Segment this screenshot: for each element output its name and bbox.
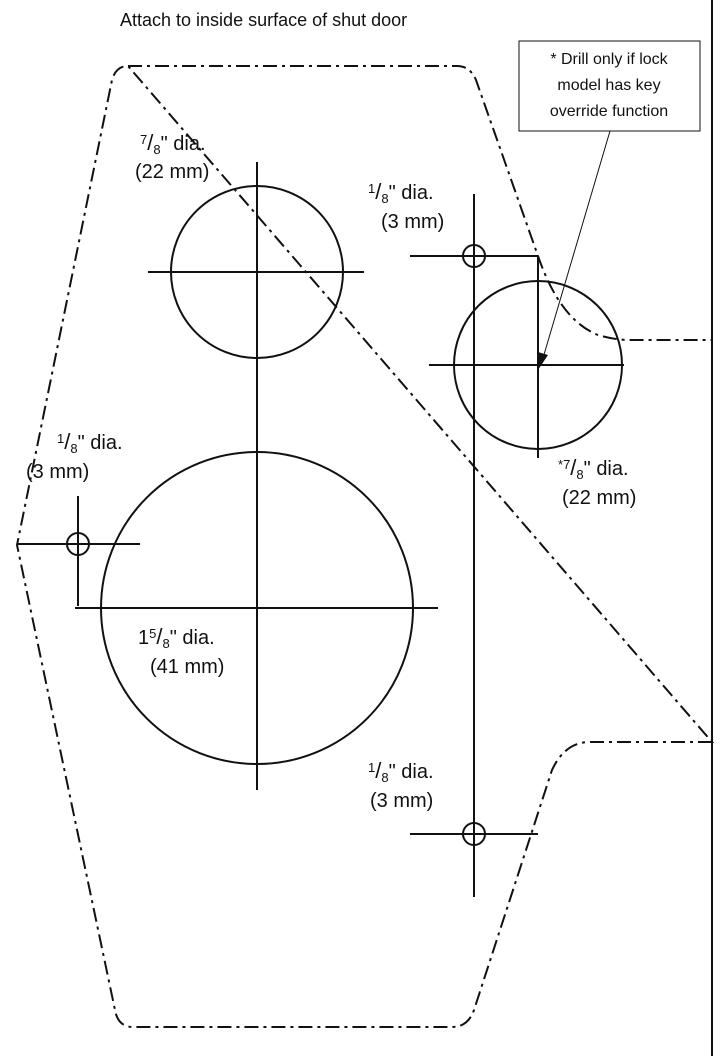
note-line-3: override function <box>550 103 668 120</box>
note-leader-line <box>542 130 611 359</box>
bottom-small-label: 1/8" dia. <box>368 758 434 785</box>
bottom-small-metric: (3 mm) <box>370 790 433 812</box>
note-line-2: model has key <box>557 77 660 94</box>
left-small-label: 1/8" dia. <box>57 429 123 456</box>
note-line-1: * Drill only if lock <box>550 51 668 68</box>
left-small-metric: (3 mm) <box>26 461 89 483</box>
right-large-label: *7/8" dia. <box>558 455 629 482</box>
right-small-metric: (3 mm) <box>381 211 444 233</box>
upper-center-label: 7/8" dia. <box>140 130 206 157</box>
note-arrowhead <box>538 352 548 370</box>
right-large-metric: (22 mm) <box>562 487 636 509</box>
right-small-label: 1/8" dia. <box>368 179 434 206</box>
template-outline <box>15 64 715 1028</box>
big-center-label: 15/8" dia. <box>138 624 215 651</box>
upper-center-metric: (22 mm) <box>135 161 209 183</box>
big-center-metric: (41 mm) <box>150 656 224 678</box>
header-instruction: Attach to inside surface of shut door <box>120 10 407 30</box>
